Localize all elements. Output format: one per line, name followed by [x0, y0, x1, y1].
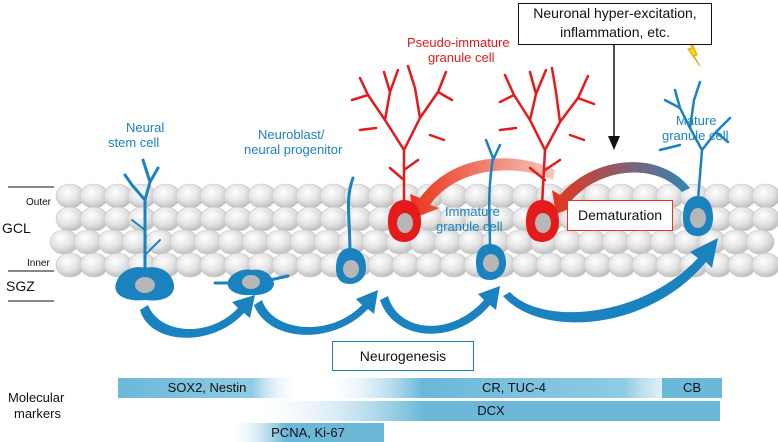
neuroblast-cell-2	[336, 176, 366, 284]
trigger-line1: Neuronal hyper-excitation,	[533, 5, 697, 21]
trigger-line2: inflammation, etc.	[560, 24, 670, 40]
neural-stem-cell-label-line1: Neural	[126, 120, 165, 135]
pseudo-immature-granule-cell-1	[350, 64, 454, 242]
neuroblast-label-line2: neural progenitor	[244, 142, 343, 157]
neural-stem-cell-label-line2: stem cell	[108, 135, 160, 150]
neurogenesis-arrows	[140, 238, 718, 338]
immature-label-line1: Immature	[445, 204, 500, 219]
markers-title-line2: markers	[14, 406, 61, 421]
tissue-cell	[751, 206, 778, 232]
immature-granule-cell	[476, 138, 506, 280]
dematuration-arrows	[410, 158, 690, 218]
layer-label-outer: Outer	[26, 197, 52, 208]
pseudo-immature-granule-cell-2	[498, 66, 596, 242]
tissue-cell	[751, 183, 778, 209]
marker-bars	[118, 378, 722, 442]
mature-label-line2: granule cell	[662, 128, 729, 143]
immature-label-line2: granule cell	[436, 219, 503, 234]
pseudo-immature-label-line2: granule cell	[428, 50, 495, 65]
trigger-arrow	[608, 45, 620, 150]
marker-cr-tuc4: CR, TUC-4	[481, 380, 547, 395]
layer-label-sgz: SGZ	[6, 278, 35, 294]
marker-pcna-ki67: PCNA, Ki-67	[271, 425, 345, 440]
neuroblast-cell-1	[213, 269, 290, 296]
layer-dividers	[8, 186, 54, 302]
neuroblast-label-line1: Neuroblast/	[258, 127, 325, 142]
trigger-box: Neuronal hyper-excitation, inflammation,…	[518, 3, 712, 45]
pseudo-immature-label-line1: Pseudo-immature	[407, 35, 510, 50]
markers-title-line1: Molecular	[8, 390, 65, 405]
marker-dcx: DCX	[477, 403, 505, 418]
dematuration-label: Dematuration	[567, 200, 673, 231]
tissue-cell	[745, 229, 775, 255]
tissue-cell	[751, 252, 778, 278]
mature-granule-cell	[658, 80, 732, 236]
marker-cb: CB	[682, 380, 702, 395]
marker-sox2-nestin: SOX2, Nestin	[167, 380, 247, 395]
layer-label-gcl: GCL	[2, 220, 31, 236]
neural-stem-cell	[115, 158, 175, 301]
layer-label-inner: Inner	[27, 258, 50, 269]
mature-label-line1: Mature	[676, 113, 717, 128]
neurogenesis-label: Neurogenesis	[332, 341, 474, 371]
